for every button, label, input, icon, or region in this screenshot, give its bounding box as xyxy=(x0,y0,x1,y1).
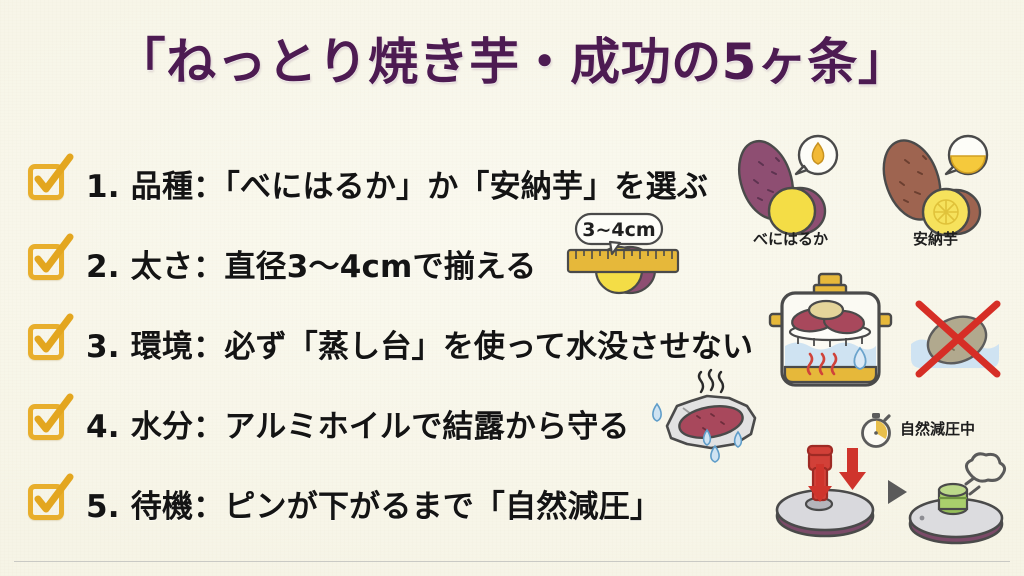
checklist: 1. 品種：「べにはるか」か「安納芋」を選ぶ 2. 太さ：直径3〜4cmで揃える… xyxy=(26,143,806,543)
checkbox-box-2 xyxy=(28,244,64,280)
annouimo-potato-illustration xyxy=(870,128,1000,248)
checkbox-box-4 xyxy=(28,404,64,440)
check-mark-icon-5 xyxy=(34,473,74,513)
pressure-pin-down-illustration xyxy=(908,450,1016,548)
beniharuka-caption: べにはるか xyxy=(752,230,828,248)
right-triangle-arrow-icon xyxy=(885,478,909,506)
checklist-item-3[interactable]: 3. 環境：必ず「蒸し台」を使って水没させない xyxy=(26,303,806,383)
checklist-item-label-4: 4. 水分：アルミホイルで結露から守る xyxy=(86,408,630,445)
checklist-item-5[interactable]: 5. 待機：ピンが下がるまで「自然減圧」 xyxy=(26,463,806,543)
check-mark-icon-2 xyxy=(34,233,74,273)
checklist-item-1[interactable]: 1. 品種：「べにはるか」か「安納芋」を選ぶ xyxy=(26,143,806,223)
check-mark-icon-4 xyxy=(34,393,74,433)
foil-wrapped-potato-illustration xyxy=(645,368,795,463)
page-title: 「ねっとり焼き芋・成功の5ヶ条」 xyxy=(115,33,909,91)
check-mark-icon-3 xyxy=(34,313,74,353)
checkbox-checked-icon-2[interactable] xyxy=(26,233,74,286)
annouimo-caption: 安納芋 xyxy=(912,230,958,248)
checkbox-box-3 xyxy=(28,324,64,360)
checklist-item-4[interactable]: 4. 水分：アルミホイルで結露から守る xyxy=(26,383,806,463)
checkbox-box-1 xyxy=(28,164,64,200)
checklist-item-label-5: 5. 待機：ピンが下がるまで「自然減圧」 xyxy=(86,488,662,525)
steamer-pot-illustration xyxy=(768,272,893,390)
checkbox-checked-icon-4[interactable] xyxy=(26,393,74,446)
checklist-item-label-2: 2. 太さ：直径3〜4cmで揃える xyxy=(86,248,537,285)
checklist-item-label-1: 1. 品種：「べにはるか」か「安納芋」を選ぶ xyxy=(86,168,709,205)
checkbox-checked-icon-1[interactable] xyxy=(26,153,74,206)
ruler-callout-label: 3~4cm xyxy=(582,219,655,241)
bottom-divider xyxy=(14,561,1010,562)
check-mark-icon-1 xyxy=(34,153,74,193)
pressure-pin-up-illustration xyxy=(775,440,885,545)
checkbox-box-5 xyxy=(28,484,64,520)
no-submerged-potato-illustration xyxy=(905,292,1010,387)
checkbox-checked-icon-3[interactable] xyxy=(26,313,74,366)
auto-pressure-release-label: 自然減圧中 xyxy=(900,420,976,438)
stopwatch-icon xyxy=(858,412,894,448)
beniharuka-potato-illustration xyxy=(728,128,848,248)
ruler-measurement-illustration: 3~4cm xyxy=(548,212,698,298)
checkbox-checked-icon-5[interactable] xyxy=(26,473,74,526)
checklist-item-label-3: 3. 環境：必ず「蒸し台」を使って水没させない xyxy=(86,328,754,365)
checklist-item-2[interactable]: 2. 太さ：直径3〜4cmで揃える xyxy=(26,223,806,303)
